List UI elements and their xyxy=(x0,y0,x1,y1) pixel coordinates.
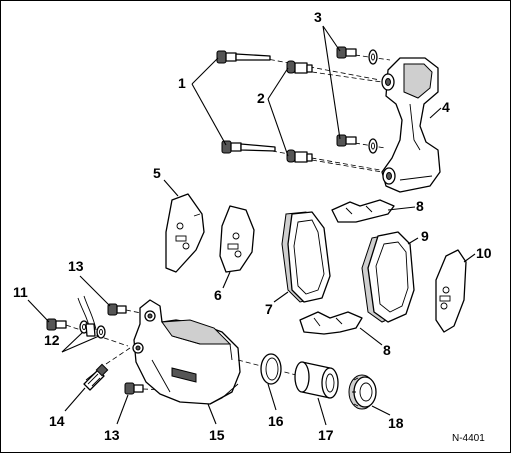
leader-lines xyxy=(27,25,476,426)
callout-13-lower: 13 xyxy=(104,427,120,443)
callout-labels: 1 2 3 4 5 6 7 8 9 10 8 11 13 12 14 13 15… xyxy=(13,9,492,444)
caliper-housing xyxy=(132,299,301,405)
guide-bushing-upper xyxy=(286,60,383,83)
brake-hose xyxy=(77,295,97,337)
brake-pad-inner xyxy=(361,231,415,323)
pad-shim-rear xyxy=(435,249,467,333)
callout-16: 16 xyxy=(268,413,284,429)
bleeder-valve xyxy=(83,347,131,391)
sealing-washers xyxy=(79,320,106,339)
callout-8-lower: 8 xyxy=(383,342,391,358)
callout-15: 15 xyxy=(209,427,225,443)
anti-rattle-spring-upper xyxy=(331,199,395,223)
callout-8-upper: 8 xyxy=(416,198,424,214)
brake-pad-outer xyxy=(281,211,331,303)
callout-18: 18 xyxy=(388,415,404,431)
callout-7: 7 xyxy=(265,301,273,317)
callout-12: 12 xyxy=(44,332,60,348)
callout-3: 3 xyxy=(314,9,322,25)
callout-2: 2 xyxy=(257,90,265,106)
carrier-bolt-lower xyxy=(336,134,386,154)
callout-6: 6 xyxy=(214,287,222,303)
callout-13-upper: 13 xyxy=(68,258,84,274)
anti-rattle-spring-lower xyxy=(299,311,363,335)
caliper-bolt-upper xyxy=(107,303,147,316)
carrier-bolt-upper xyxy=(336,46,391,65)
brake-carrier xyxy=(381,57,441,193)
pad-shim-inner xyxy=(219,205,255,273)
callout-1: 1 xyxy=(178,75,186,91)
dust-boot xyxy=(348,374,377,410)
callout-5: 5 xyxy=(153,165,161,181)
callout-11: 11 xyxy=(13,284,28,300)
callout-14: 14 xyxy=(49,413,65,429)
guide-bushing-lower xyxy=(286,149,383,173)
pad-shim-outer xyxy=(165,193,205,273)
callout-10: 10 xyxy=(476,245,492,261)
piston-seal xyxy=(260,353,282,385)
callout-9: 9 xyxy=(421,228,429,244)
caliper-bolt-lower xyxy=(124,382,169,395)
caliper-piston xyxy=(294,361,339,399)
figure-reference: N-4401 xyxy=(452,433,485,444)
callout-4: 4 xyxy=(442,99,450,115)
guide-bolt-upper xyxy=(216,50,381,81)
callout-17: 17 xyxy=(318,427,334,443)
